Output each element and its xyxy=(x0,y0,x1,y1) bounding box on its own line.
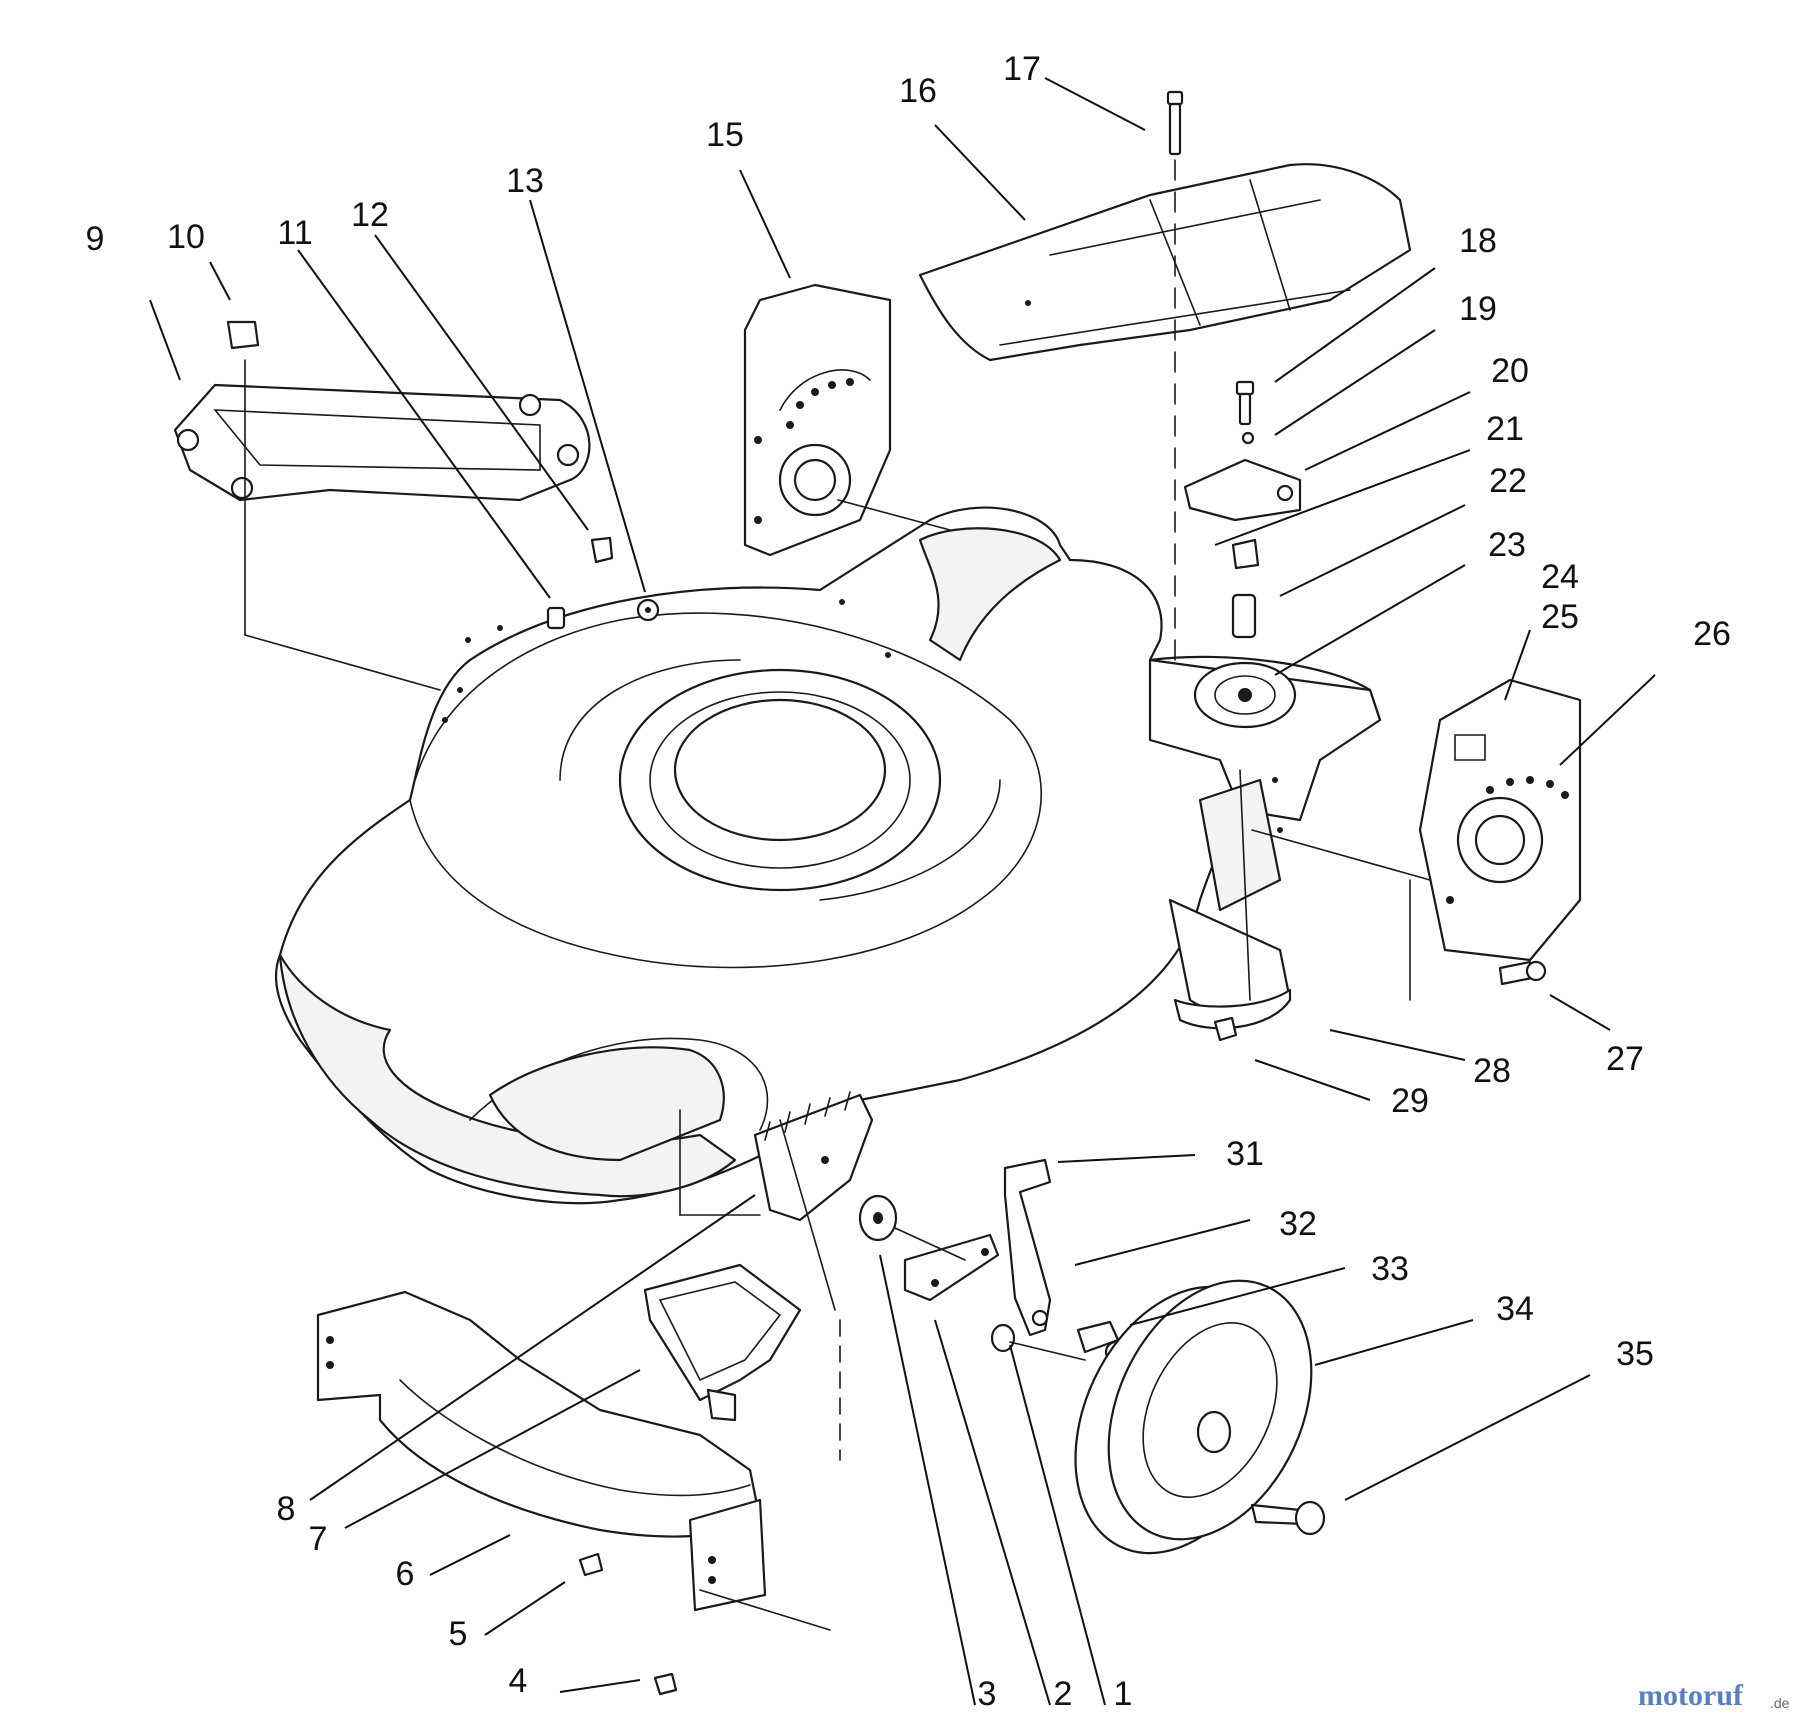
callout-9: 9 xyxy=(86,220,105,258)
callout-10: 10 xyxy=(167,218,205,256)
part-2-pivot-arm xyxy=(903,1233,1000,1302)
callout-32: 32 xyxy=(1279,1205,1317,1243)
part-6-front-guard xyxy=(316,1290,767,1612)
part-9-plate xyxy=(173,383,591,502)
callout-22: 22 xyxy=(1489,462,1527,500)
callout-6: 6 xyxy=(396,1555,415,1593)
callout-3: 3 xyxy=(978,1675,997,1713)
part-27-bolt xyxy=(1498,960,1547,986)
callout-19: 19 xyxy=(1459,290,1497,328)
part-17-bolt xyxy=(1166,90,1184,156)
watermark-tld: .de xyxy=(1770,1695,1790,1711)
part-1-washer xyxy=(990,1323,1016,1353)
part-35-axle-bolt xyxy=(1250,1500,1326,1536)
callout-7: 7 xyxy=(309,1520,328,1558)
callout-labels: 1 2 3 4 5 6 7 8 9 10 11 12 13 15 16 17 1… xyxy=(86,50,1731,1713)
part-15-height-bracket xyxy=(743,283,892,557)
callout-4: 4 xyxy=(509,1662,528,1700)
callout-21: 21 xyxy=(1486,410,1524,448)
callout-26: 26 xyxy=(1693,615,1731,653)
callout-5: 5 xyxy=(449,1615,468,1653)
callout-11: 11 xyxy=(277,214,312,252)
part-4-nut xyxy=(653,1672,678,1696)
part-7-deflector-cup xyxy=(643,1263,802,1422)
part-28-axle-cover xyxy=(1173,988,1292,1030)
part-20-bracket xyxy=(1183,458,1302,522)
callout-33: 33 xyxy=(1371,1250,1409,1288)
callout-27: 27 xyxy=(1606,1040,1644,1078)
callout-17: 17 xyxy=(1003,50,1041,88)
callout-24: 24 xyxy=(1541,558,1579,596)
callout-15: 15 xyxy=(706,116,744,154)
part-24-25-height-bracket xyxy=(1418,678,1582,962)
part-12-clip xyxy=(590,536,614,564)
callout-35: 35 xyxy=(1616,1335,1654,1373)
part-10-nut-insert xyxy=(226,320,260,350)
callout-20: 20 xyxy=(1491,352,1529,390)
part-18-bolt xyxy=(1235,380,1255,426)
callout-2: 2 xyxy=(1054,1675,1073,1713)
part-22-spacer xyxy=(1231,593,1257,639)
part-19-washer xyxy=(1241,431,1255,445)
callout-34: 34 xyxy=(1496,1290,1534,1328)
part-21-bushing xyxy=(1231,538,1260,570)
part-23-pulley xyxy=(1193,661,1297,729)
mower-deck-housing xyxy=(275,506,1382,1205)
assembly-lines xyxy=(244,359,1431,1631)
watermark-logo: motoruf .de xyxy=(1638,1679,1790,1712)
part-13-nut xyxy=(636,598,660,622)
callout-1: 1 xyxy=(1114,1675,1133,1713)
callout-23: 23 xyxy=(1488,526,1526,564)
part-8-height-adjuster-plate xyxy=(753,1091,874,1222)
callout-8: 8 xyxy=(277,1490,296,1528)
callout-12: 12 xyxy=(351,196,389,234)
callout-29: 29 xyxy=(1391,1082,1429,1120)
part-16-rear-cover xyxy=(918,163,1412,362)
callout-18: 18 xyxy=(1459,222,1497,260)
part-31-32-spring-lever xyxy=(1003,1158,1052,1337)
part-5-screw xyxy=(578,1552,604,1577)
part-3-bushing xyxy=(858,1194,898,1242)
part-11-bolt xyxy=(546,606,566,630)
callout-31: 31 xyxy=(1226,1135,1264,1173)
callout-13: 13 xyxy=(506,162,544,200)
part-34-wheel xyxy=(1074,1279,1313,1555)
leader-lines xyxy=(149,77,1656,1706)
part-29-nut xyxy=(1213,1016,1238,1042)
callout-28: 28 xyxy=(1473,1052,1511,1090)
callout-16: 16 xyxy=(899,72,937,110)
watermark-brand: motoruf xyxy=(1638,1679,1744,1712)
callout-25: 25 xyxy=(1541,598,1579,636)
